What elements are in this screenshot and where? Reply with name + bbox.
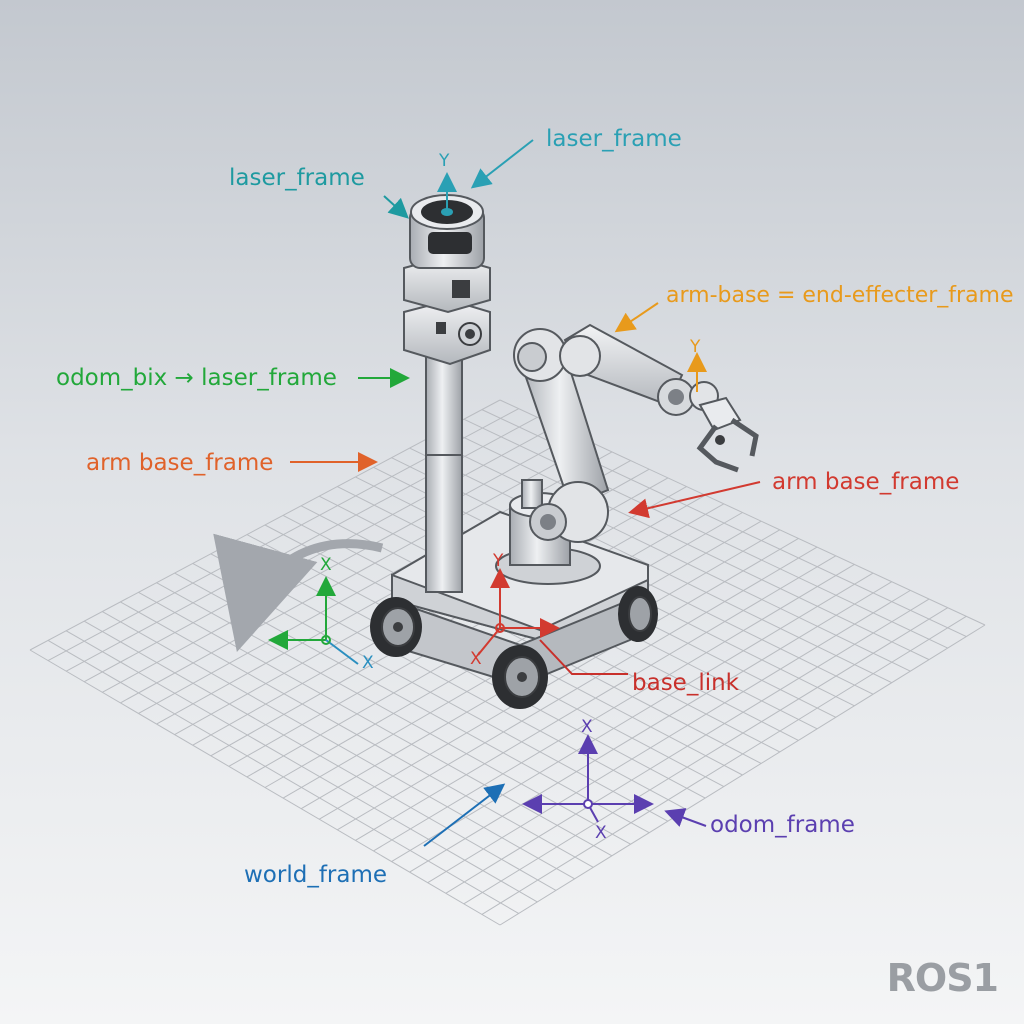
- base-link-leader: [539, 639, 628, 675]
- grid-line: [318, 538, 799, 820]
- left-axis-second-letter: X: [362, 653, 374, 673]
- base-link-axes: [477, 568, 560, 656]
- grid-line: [463, 607, 948, 905]
- effector-arrow: [614, 302, 659, 333]
- grid-line: [481, 615, 967, 915]
- left-axis-x-letter: X: [320, 555, 332, 575]
- grid-line: [463, 418, 948, 649]
- odom-frame-arrow: [664, 808, 707, 827]
- grid-line: [409, 581, 892, 873]
- odom-frame-axes: [522, 734, 654, 823]
- world-frame-arrow: [423, 783, 506, 847]
- axis-letters: Y Y X X Y X X X: [320, 151, 701, 843]
- grid-line: [499, 624, 986, 926]
- label-laser-frame-top: laser_frame: [546, 126, 682, 152]
- arm-y-letter: Y: [689, 337, 701, 357]
- odom-x-bottom-letter: X: [595, 823, 607, 843]
- grid-line: [427, 589, 911, 884]
- left-frame-axes: [268, 576, 359, 665]
- label-base-link: base_link: [632, 670, 740, 696]
- grid-line: [409, 447, 892, 684]
- odom-x-top-letter: X: [581, 717, 593, 737]
- arm-lower-link: [518, 342, 610, 543]
- grid-line: [427, 438, 911, 672]
- wheel-front-left: [370, 597, 422, 657]
- ros1-watermark: ROS1: [886, 956, 999, 1000]
- label-odom-frame: odom_frame: [710, 812, 855, 838]
- label-arm-base-left: arm base_frame: [86, 450, 274, 476]
- laser-left-arrow: [383, 195, 409, 219]
- label-world-frame: world_frame: [244, 862, 388, 888]
- grid-line: [373, 563, 855, 852]
- grid-line: [391, 572, 874, 862]
- callout-arrows: [290, 139, 761, 847]
- base-x-letter: X: [470, 649, 482, 669]
- sensor-mast: [403, 194, 491, 593]
- grid-line: [282, 514, 762, 764]
- gripper: [696, 396, 759, 473]
- grid-line: [445, 598, 930, 894]
- wheel-rear-right: [618, 586, 658, 642]
- grid-line: [355, 555, 837, 841]
- label-odom-to-laser: odom_bix → laser_frame: [56, 365, 337, 391]
- grid-line: [445, 428, 930, 661]
- wheel-front-right: [492, 645, 548, 709]
- label-arm-end-effector: arm-base = end-effecter_frame: [666, 283, 1014, 308]
- laser-y-letter: Y: [438, 151, 450, 171]
- label-laser-frame-left: laser_frame: [229, 165, 365, 191]
- base-y-letter: Y: [492, 551, 504, 571]
- label-arm-base-right: arm base_frame: [772, 469, 960, 495]
- laser-top-arrow: [470, 139, 534, 189]
- arm-base-right-arrow: [628, 481, 761, 519]
- rotation-arrow: [213, 533, 384, 653]
- grid-line: [337, 546, 818, 831]
